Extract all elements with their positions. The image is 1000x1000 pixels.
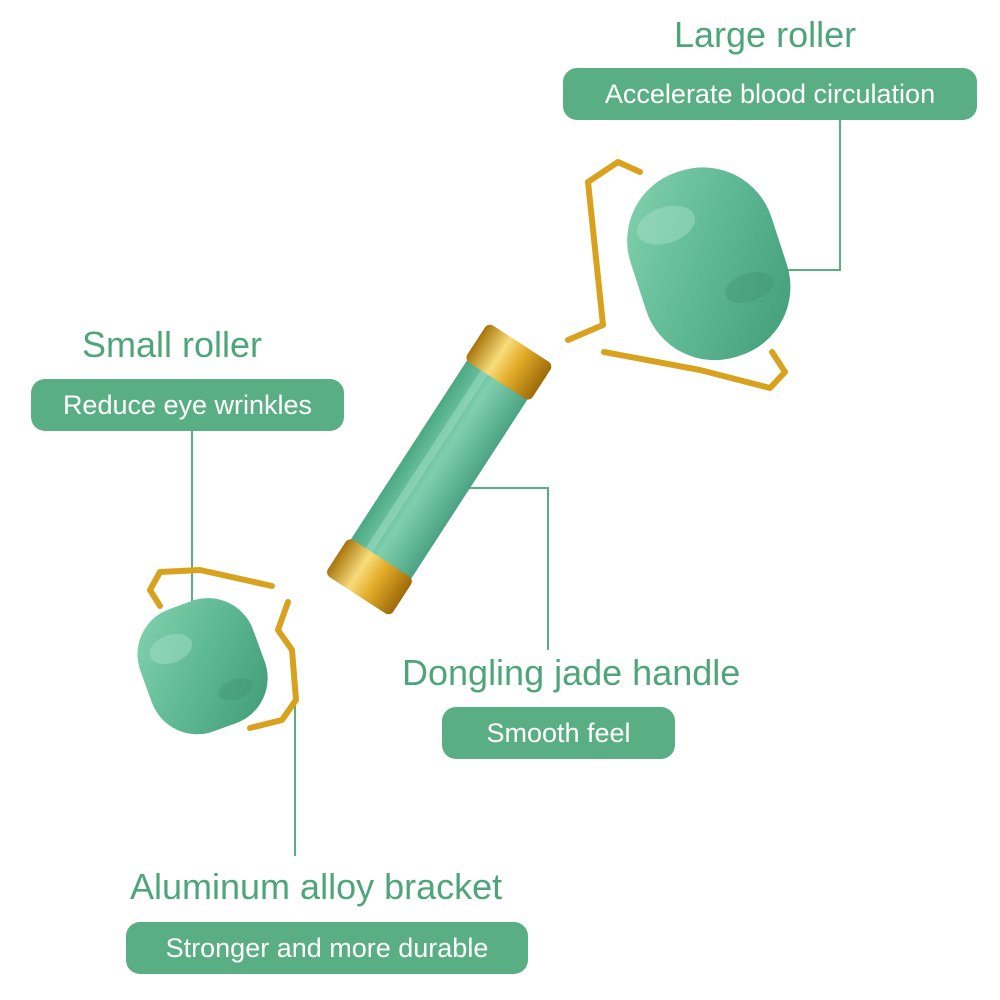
jade-handle xyxy=(327,324,552,615)
lower-collar xyxy=(327,539,412,615)
handle-title: Dongling jade handle xyxy=(402,652,741,693)
large-roller-frame xyxy=(565,159,788,391)
small-roller-title: Small roller xyxy=(82,324,263,365)
small-roller-caption: Reduce eye wrinkles xyxy=(31,379,344,431)
upper-collar xyxy=(466,324,552,400)
small-roller xyxy=(137,598,268,735)
bracket-title: Aluminum alloy bracket xyxy=(130,866,503,907)
handle-leader xyxy=(460,487,549,650)
bracket-caption: Stronger and more durable xyxy=(126,922,528,974)
large-roller-title: Large roller xyxy=(674,14,857,55)
large-roller-caption: Accelerate blood circulation xyxy=(563,68,977,120)
large-roller xyxy=(627,167,791,361)
handle-caption: Smooth feel xyxy=(442,707,675,759)
small-roller-frame xyxy=(147,567,299,731)
